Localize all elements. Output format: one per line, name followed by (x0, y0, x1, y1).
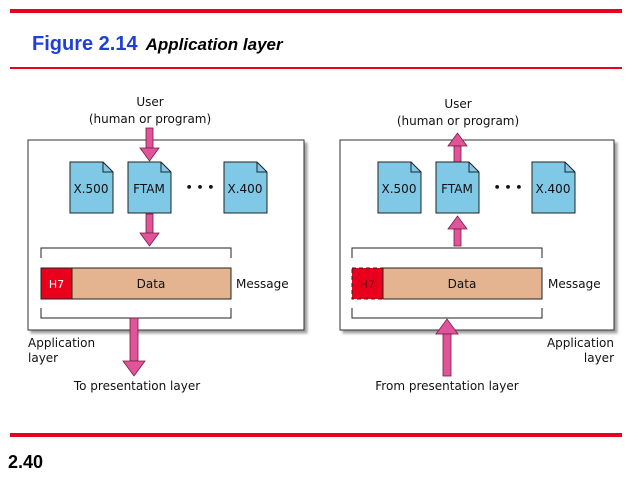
sender-bottom-label: To presentation layer (73, 379, 200, 393)
receiver-up-arrow (435, 318, 459, 377)
receiver-data-block (382, 267, 543, 300)
receiver-service-x400: X.400 (536, 182, 571, 196)
sender-ftam-to-data-arrow (139, 213, 160, 247)
sender-panel: User (human or program) X.500 FTAM • • •… (27, 95, 305, 393)
receiver-data-to-ftam-arrow (447, 215, 468, 247)
sender-service-x400: X.400 (228, 182, 263, 196)
sender-data-label: Data (137, 277, 166, 291)
receiver-ftam-icon: FTAM (435, 161, 480, 214)
receiver-panel: User (human or program) X.500 FTAM • • •… (339, 97, 615, 393)
sender-layer-label: Application (28, 336, 95, 350)
sender-header-label: H7 (49, 278, 64, 291)
slide-number: 2.40 (8, 452, 44, 472)
figure-caption: Application layer (145, 35, 283, 54)
bottom-red-bar (10, 433, 622, 437)
receiver-bottom-label: From presentation layer (375, 379, 518, 393)
receiver-header-h7-removed (351, 267, 384, 300)
sender-ftam-icon: FTAM (127, 161, 172, 214)
receiver-user-label: User (444, 97, 471, 111)
sender-user-label: User (136, 95, 163, 109)
receiver-layer-label: Application (547, 336, 614, 350)
sender-layer-sublabel: layer (28, 351, 58, 365)
receiver-x400-icon: X.400 (531, 161, 576, 214)
receiver-message-label: Message (548, 277, 601, 291)
sender-x400-icon: X.400 (223, 161, 268, 214)
figure-number: Figure 2.14 (32, 33, 138, 55)
sender-down-arrow (122, 317, 146, 377)
receiver-layer-sublabel: layer (584, 351, 614, 365)
sender-message-label: Message (236, 277, 289, 291)
sender-upper-bracket (40, 247, 232, 258)
sender-ellipsis: • • • (186, 181, 215, 194)
receiver-service-ftam: FTAM (441, 182, 473, 196)
sender-x500-icon: X.500 (69, 161, 114, 214)
top-red-bar (10, 9, 622, 13)
receiver-data-label: Data (448, 277, 477, 291)
receiver-service-x500: X.500 (382, 182, 417, 196)
sender-user-arrow (139, 127, 160, 162)
receiver-header-label: H7 (360, 278, 375, 291)
sender-user-sublabel: (human or program) (89, 112, 211, 126)
title-underline (10, 67, 622, 69)
receiver-upper-bracket (351, 247, 543, 258)
sender-service-ftam: FTAM (133, 182, 165, 196)
sender-service-x500: X.500 (74, 182, 109, 196)
receiver-lower-bracket (351, 308, 543, 319)
receiver-user-sublabel: (human or program) (397, 114, 519, 128)
receiver-x500-icon: X.500 (377, 161, 422, 214)
slide-title: Figure 2.14 Application layer (32, 33, 283, 56)
sender-data-block (71, 267, 232, 300)
receiver-ellipsis: • • • (494, 181, 523, 194)
